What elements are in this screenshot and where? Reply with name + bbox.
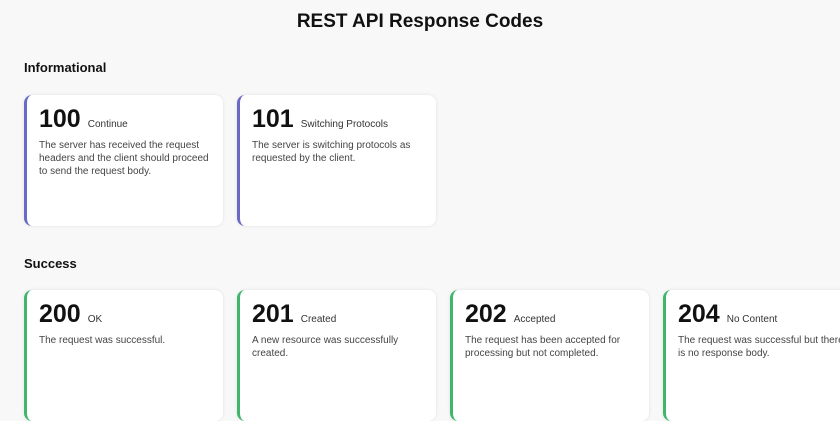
status-code: 200 <box>39 300 81 328</box>
status-name: Switching Protocols <box>300 119 388 130</box>
status-description: The server is switching protocols as req… <box>252 140 411 164</box>
status-name: No Content <box>726 314 778 325</box>
section-heading: Informational <box>24 60 107 75</box>
status-name: Accepted <box>513 314 556 325</box>
status-code: 204 <box>678 300 720 328</box>
status-code: 100 <box>39 105 81 133</box>
section-heading: Success <box>24 256 77 271</box>
status-description: The request was successful but there is … <box>678 335 840 359</box>
status-description: The request was successful. <box>39 335 166 346</box>
status-code: 202 <box>465 300 507 328</box>
status-code: 101 <box>252 105 294 133</box>
status-description: A new resource was successfully created. <box>252 335 399 359</box>
status-description: The request has been accepted for proces… <box>465 335 621 359</box>
status-name: OK <box>87 314 103 325</box>
status-name: Created <box>300 314 337 325</box>
status-name: Continue <box>87 119 128 130</box>
page-title: REST API Response Codes <box>296 11 544 32</box>
status-card-204[interactable]: 204 No Content The request was successful… <box>663 290 840 421</box>
status-description: The server has received the request head… <box>39 140 209 177</box>
status-code: 201 <box>252 300 294 328</box>
